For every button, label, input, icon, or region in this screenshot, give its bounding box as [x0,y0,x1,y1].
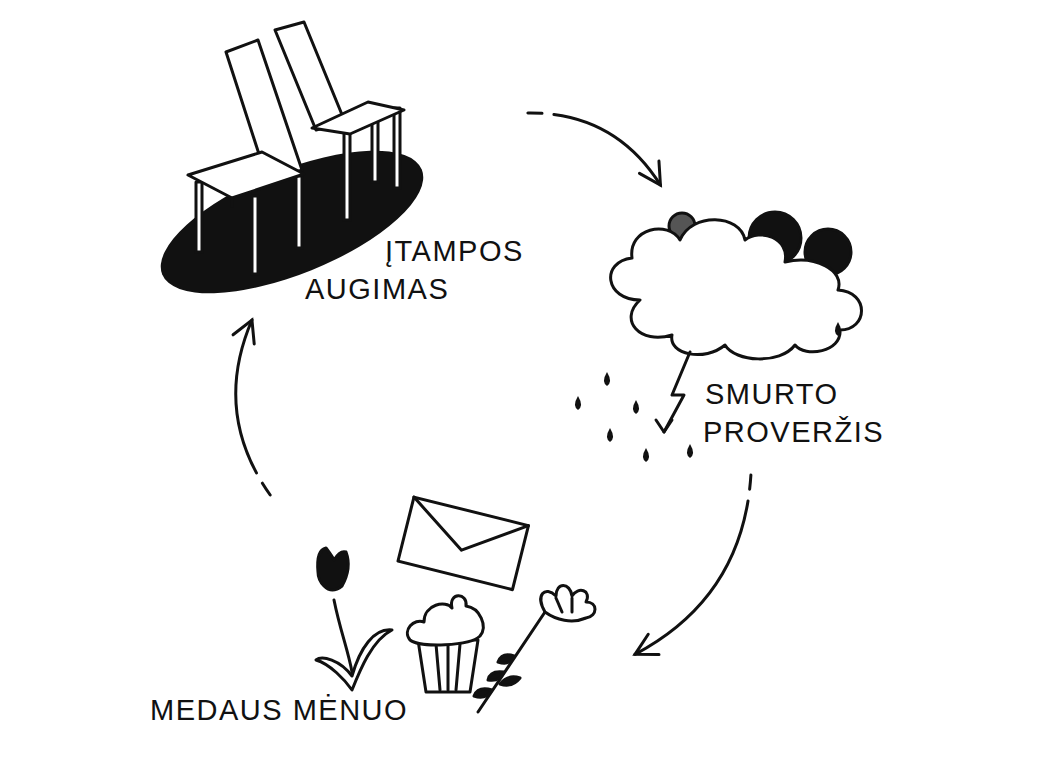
arrow-head [233,320,254,344]
stage-label: SMURTO PROVERŽIS [703,375,884,451]
gifts-illustration [316,497,595,712]
arrow-line [635,475,751,654]
arrow-head [639,161,660,185]
cycle-arrow [233,320,270,495]
stage-violence: SMURTO PROVERŽIS [570,185,905,475]
stage-honeymoon: MEDAUS MĖNUO [255,495,635,765]
arrow-head [635,634,659,654]
arrow-line [236,320,270,495]
cycle-arrow [528,113,661,185]
stage-label: ĮTAMPOS AUGIMAS [305,232,524,308]
cycle-arrow [635,475,751,655]
arrow-line [528,113,661,185]
stage-label: MEDAUS MĖNUO [150,691,410,729]
stage-tension: ĮTAMPOS AUGIMAS [160,20,528,320]
